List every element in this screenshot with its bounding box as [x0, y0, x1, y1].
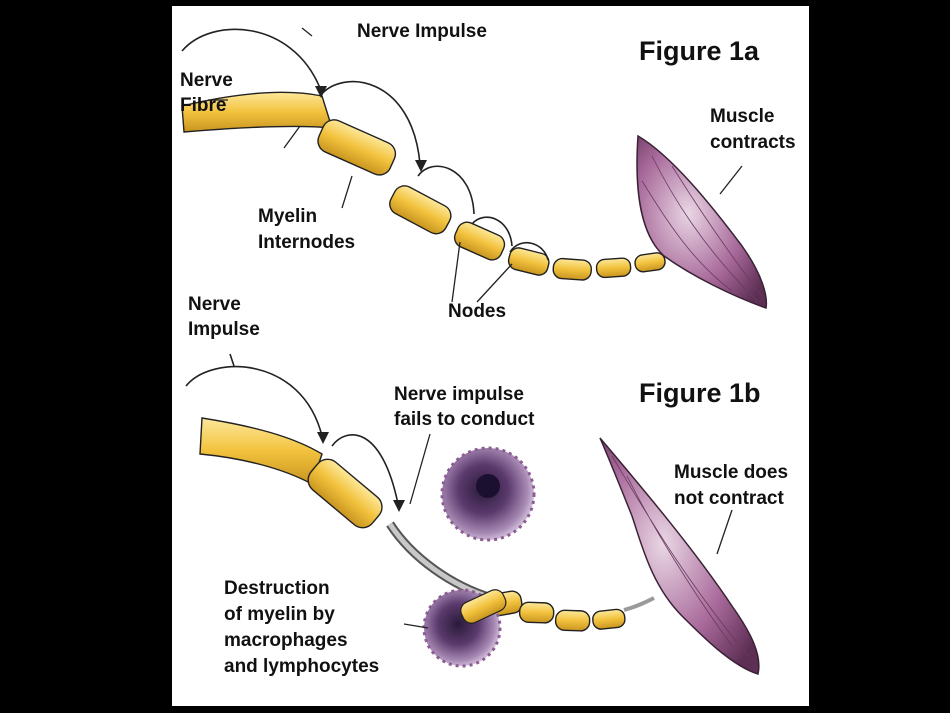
- leader-lines-1b: [403, 433, 733, 629]
- destruction-of-myelin-label: Destruction of myelin by macrophages and…: [224, 578, 380, 677]
- myelin-internodes-label: Myelin Internodes: [258, 206, 356, 253]
- lymphocyte-cell: [422, 588, 507, 668]
- muscle-contracts-label: Muscle contracts: [710, 106, 796, 153]
- myelin-segment: [595, 257, 632, 279]
- myelin-segment: [554, 609, 591, 632]
- nerve-impulse-fails-label: Nerve impulse fails to conduct: [394, 384, 535, 430]
- figure-1b-title: Figure 1b: [639, 378, 761, 408]
- leader-lines-1a: [208, 27, 743, 303]
- nerve-fibre-1b: [199, 417, 655, 632]
- muscle-does-not-contract-label: Muscle does not contract: [674, 462, 789, 509]
- figure-1a-title: Figure 1a: [639, 36, 760, 66]
- impulse-arrows-1b: [185, 353, 399, 505]
- myelin-segment: [592, 608, 626, 630]
- myelin-segment: [453, 221, 506, 261]
- macrophage-cell: [440, 446, 536, 542]
- myelin-segment: [634, 252, 666, 273]
- nerve-impulse-label-1b: Nerve Impulse: [188, 294, 260, 340]
- impulse-arrows-1a: [181, 28, 549, 261]
- nerve-fibre-label: Nerve Fibre: [180, 70, 233, 116]
- diagram-panel: Nerve Impulse Figure 1a Nerve Fibre Musc…: [172, 6, 809, 706]
- muscle-1a: [636, 134, 768, 310]
- myelin-segment: [507, 247, 550, 276]
- myelin-segment: [307, 458, 383, 529]
- nerve-fibre-1a: [181, 91, 709, 281]
- nerve-impulse-label-1a: Nerve Impulse: [357, 21, 487, 42]
- myelin-segment: [552, 257, 593, 281]
- muscle-1b: [599, 437, 760, 675]
- diagram-artwork: [181, 27, 768, 675]
- myelin-segment: [389, 185, 452, 235]
- myelin-segment: [518, 601, 555, 624]
- myelin-segment: [317, 119, 397, 176]
- nodes-label: Nodes: [448, 301, 507, 322]
- myelin-segment: [199, 417, 323, 486]
